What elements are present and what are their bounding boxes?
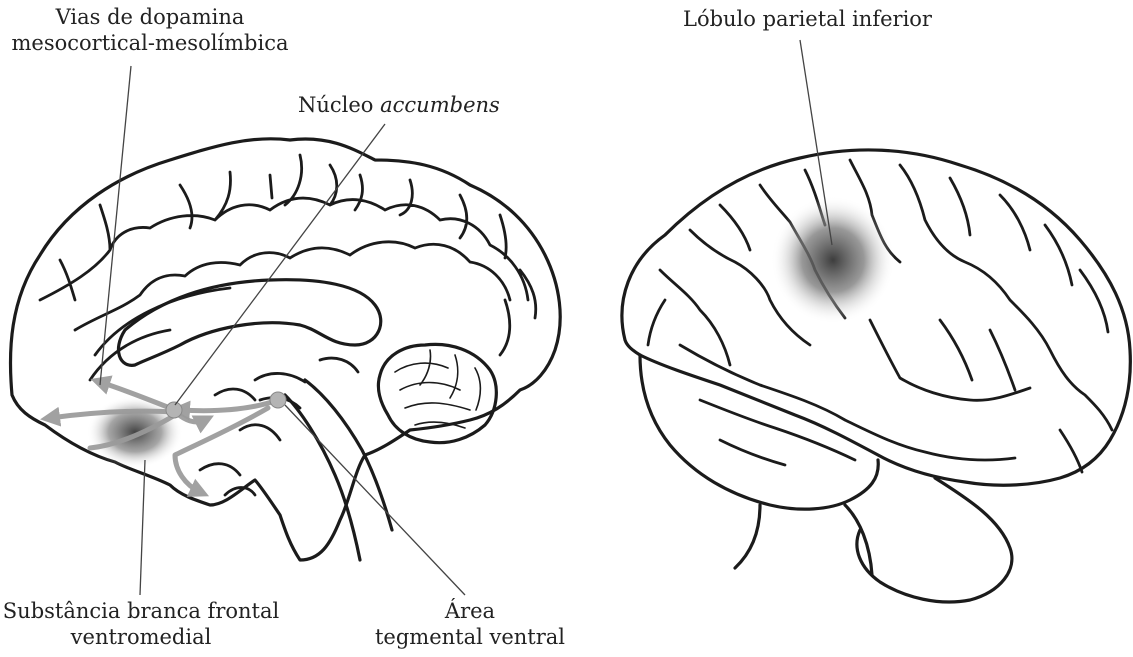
label-lobulo-text: Lóbulo parietal inferior (683, 6, 932, 32)
brainstem (285, 380, 392, 560)
label-nucleus-prefix: Núcleo (298, 93, 373, 117)
lateral-cerebellum (857, 478, 1012, 602)
vta-node (270, 392, 286, 408)
label-area-line2: tegmental ventral (360, 624, 580, 650)
nucleus-accumbens-node (166, 402, 182, 418)
leader-area (285, 405, 465, 595)
parietal-highlight (771, 196, 895, 324)
leader-vias (100, 66, 131, 385)
temporal-lobe (640, 355, 878, 509)
leader-substancia (140, 460, 145, 595)
corpus-callosum (118, 280, 380, 366)
label-inferior-parietal-lobule: Lóbulo parietal inferior (683, 6, 932, 32)
label-area-line1: Área (360, 598, 580, 624)
lateral-brain (622, 40, 1130, 602)
label-nucleus-accumbens: Núcleo accumbens (298, 92, 500, 118)
label-dopamine-pathways: Vias de dopamina mesocortical-mesolímbic… (10, 4, 290, 56)
label-ventromedial-white-matter: Substância branca frontal ventromedial (0, 598, 282, 650)
label-substancia-line2: ventromedial (0, 624, 282, 650)
label-substancia-line1: Substância branca frontal (0, 598, 282, 624)
medial-brain (10, 66, 560, 595)
label-nucleus-italic: accumbens (380, 93, 500, 117)
label-ventral-tegmental-area: Área tegmental ventral (360, 598, 580, 650)
label-dopamine-pathways-line2: mesocortical-mesolímbica (10, 30, 290, 56)
label-dopamine-pathways-line1: Vias de dopamina (10, 4, 290, 30)
